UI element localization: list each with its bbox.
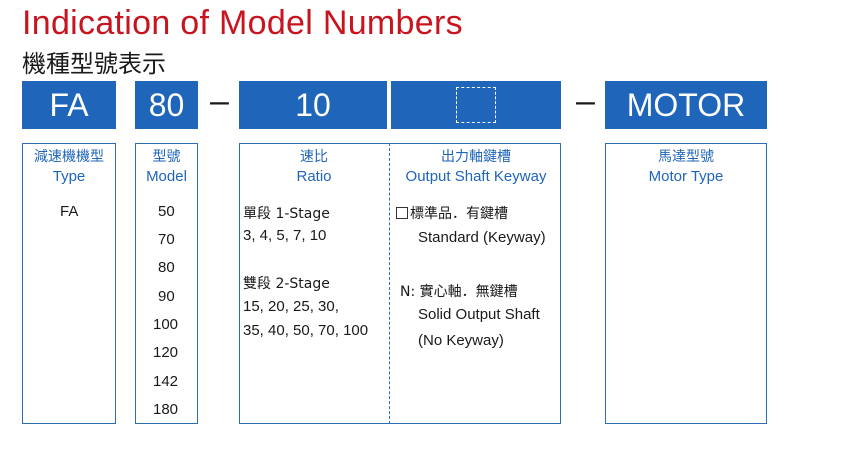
ratio-header: 速比 Ratio — [240, 148, 388, 186]
ratio-stage1-label: 單段 1-Stage — [243, 203, 330, 223]
type-header: 減速機機型 Type — [23, 148, 115, 186]
model-value: 120 — [153, 344, 179, 361]
ratio-header-zh: 速比 — [300, 149, 328, 165]
motor-code-box: MOTOR — [605, 81, 767, 129]
ratio-stage1-label-text: 單段 1-Stage — [243, 206, 330, 222]
ratio-stage2-values: 15, 20, 25, 30, — [243, 298, 339, 315]
model-value: 100 — [153, 316, 179, 333]
shaft-header-zh: 出力軸鍵槽 — [441, 149, 511, 165]
type-value: FA — [60, 203, 79, 220]
model-value: 70 — [158, 231, 175, 248]
ratio-stage1-values: 3, 4, 5, 7, 10 — [243, 227, 327, 244]
model-value: 142 — [153, 373, 179, 390]
type-header-en: Type — [52, 168, 86, 185]
model-value: 90 — [158, 288, 175, 305]
shaft-code-box — [391, 81, 561, 129]
model-value: 180 — [153, 401, 179, 418]
model-header: 型號 Model — [136, 148, 197, 186]
checkbox-square-icon — [396, 207, 408, 219]
dash-separator: – — [210, 82, 229, 120]
ratio-header-en: Ratio — [296, 168, 332, 185]
model-header-zh: 型號 — [152, 149, 181, 165]
page-subtitle: 機種型號表示 — [22, 50, 166, 78]
motor-description-box: 馬達型號 Motor Type — [605, 143, 767, 424]
shaft-option-standard-zh: 標準品．有鍵槽 — [410, 206, 508, 222]
dash-separator: – — [576, 82, 595, 120]
shaft-option-standard-en: Standard (Keyway) — [418, 229, 546, 246]
model-value: 50 — [158, 203, 175, 220]
page-title: Indication of Model Numbers — [22, 4, 463, 42]
ratio-shaft-description-box: 速比 Ratio 出力軸鍵槽 Output Shaft Keyway — [239, 143, 561, 424]
type-code-box: FA — [22, 81, 116, 129]
ratio-stage2-label-text: 雙段 2-Stage — [243, 276, 330, 292]
type-description-box: 減速機機型 Type — [22, 143, 116, 424]
motor-header-en: Motor Type — [648, 168, 724, 185]
ratio-code-box: 10 — [239, 81, 387, 129]
shaft-option-solid-en: Solid Output Shaft — [418, 306, 540, 323]
ratio-stage2-values: 35, 40, 50, 70, 100 — [243, 322, 369, 339]
shaft-option-standard: 標準品．有鍵槽 — [396, 203, 508, 223]
model-description-box: 型號 Model — [135, 143, 198, 424]
column-divider — [389, 143, 390, 424]
model-header-en: Model — [146, 168, 187, 185]
model-code-box: 80 — [135, 81, 198, 129]
type-header-zh: 減速機機型 — [34, 149, 104, 165]
motor-header: 馬達型號 Motor Type — [606, 148, 766, 186]
motor-header-zh: 馬達型號 — [658, 149, 714, 165]
placeholder-square-icon — [456, 87, 496, 123]
shaft-option-solid-zh: N: 實心軸．無鍵槽 — [400, 284, 518, 300]
shaft-header-en: Output Shaft Keyway — [405, 168, 547, 185]
shaft-option-solid-en: (No Keyway) — [418, 332, 504, 349]
shaft-header: 出力軸鍵槽 Output Shaft Keyway — [392, 148, 560, 186]
ratio-stage2-label: 雙段 2-Stage — [243, 273, 330, 293]
model-value: 80 — [158, 259, 175, 276]
